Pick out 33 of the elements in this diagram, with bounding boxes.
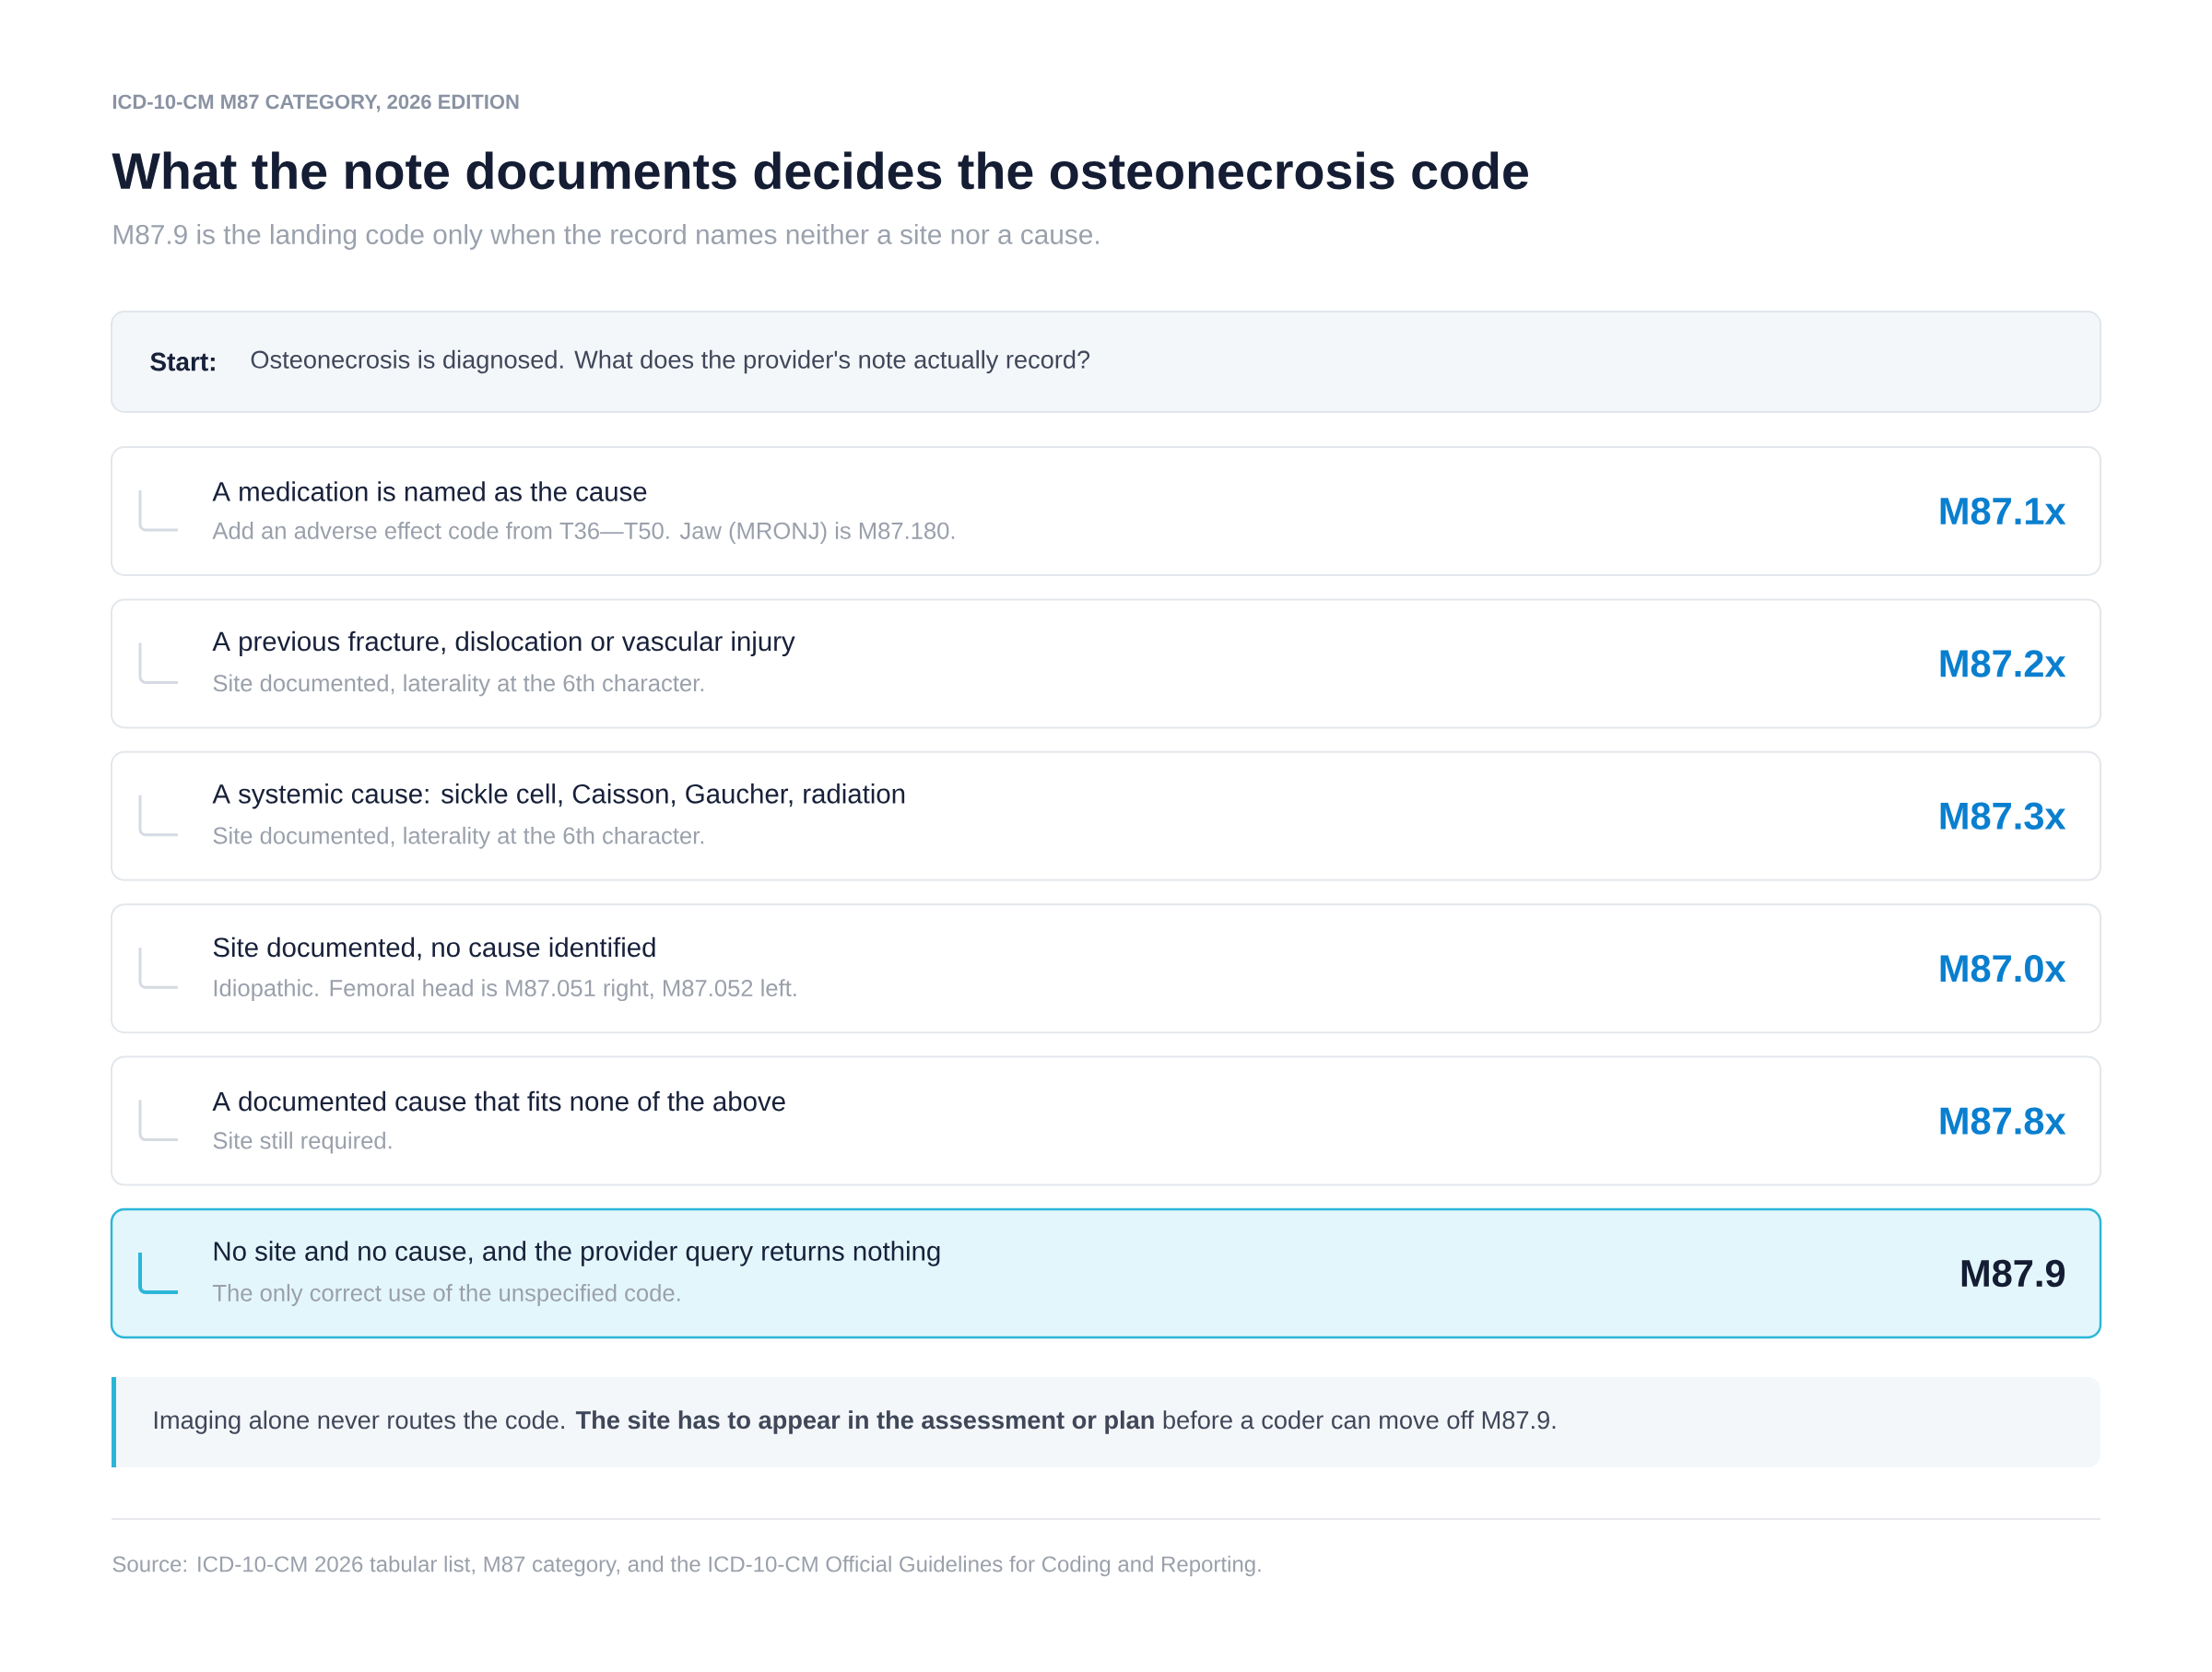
code-label: M87.0x — [1940, 955, 2066, 983]
note-box — [112, 1377, 2100, 1467]
option-detail: Site documented, laterality at the 6th character. — [213, 674, 704, 697]
title: What the note documents decides the osteonecrosis code — [112, 151, 1528, 190]
option-card — [111, 446, 2101, 576]
start-label: Start: — [150, 352, 215, 371]
option-detail: Site documented, laterality at the 6th character. — [213, 826, 704, 849]
code-label: M87.9 — [1961, 1259, 2065, 1288]
question-text: Osteonecrosis is diagnosed. What does the provider's note actually record? — [251, 349, 1090, 374]
option-title: A medication is named as the cause — [212, 481, 647, 501]
option-title: A previous fracture, dislocation or vascular injury — [212, 630, 795, 657]
code-label: M87.8x — [1940, 1107, 2066, 1135]
kicker-text: ICD-10-CM M87 CATEGORY, 2026 EDITION — [112, 94, 519, 112]
code-label: M87.1x — [1940, 497, 2066, 525]
option-detail: Site still required. — [213, 1131, 392, 1154]
code-label: M87.2x — [1940, 650, 2066, 677]
option-card — [111, 1055, 2101, 1186]
start-box — [111, 311, 2101, 413]
option-detail: The only correct use of the unspecified code. — [212, 1284, 680, 1306]
option-card — [110, 1207, 2102, 1339]
option-title: No site and no cause, and the provider query returns nothing — [214, 1241, 940, 1266]
option-card — [111, 903, 2101, 1034]
option-title: A systemic cause: sickle cell, Caisson, Gaucher, radiation — [212, 783, 905, 809]
option-card — [111, 750, 2101, 881]
option-title: Site documented, no cause identified — [213, 936, 655, 960]
note-text: Imaging alone never routes the code. The site has to appear in the assessment or plan before a coder can move off M87.9. — [154, 1410, 1556, 1434]
option-detail: Idiopathic. Femoral head is M87.051 right, M87.052 left. — [214, 979, 796, 1002]
subtitle: M87.9 is the landing code only when the record names neither a site nor a cause. — [113, 224, 1099, 250]
option-card — [111, 598, 2101, 729]
option-detail: Add an adverse effect code from T36—T50. Jaw (MRONJ) is M87.180. — [212, 522, 955, 544]
option-title: A documented cause that fits none of the above — [212, 1090, 785, 1112]
code-label: M87.3x — [1940, 802, 2066, 830]
source-note: Source: ICD-10-CM 2026 tabular list, M87 category, and the ICD-10-CM Official Guidelines for Coding and Reporting. — [112, 1555, 1261, 1577]
